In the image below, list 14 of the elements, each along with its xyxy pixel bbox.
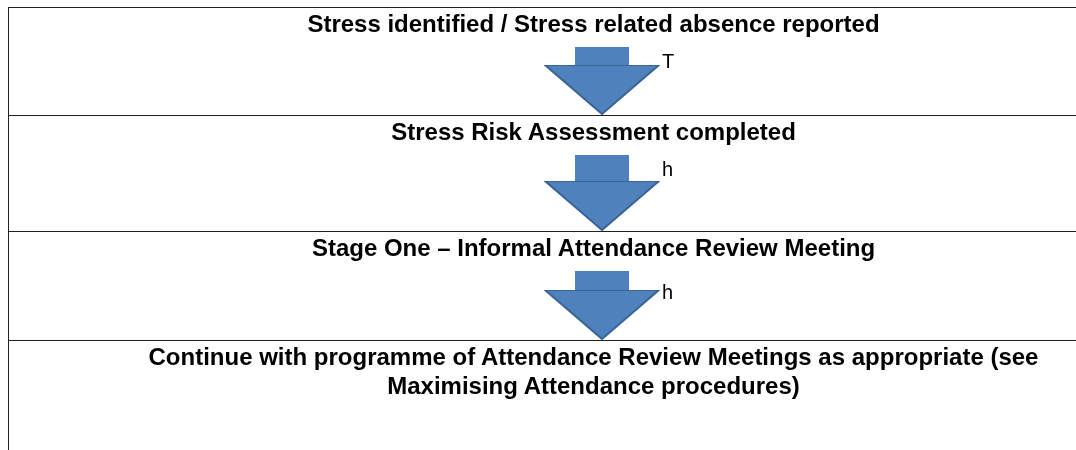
block-arrow — [544, 47, 660, 115]
flow-step-band — [8, 231, 1076, 340]
step-text: Stress Risk Assessment completed — [391, 118, 796, 145]
stray-letter: T — [662, 50, 675, 72]
flow-step-band — [8, 7, 1076, 115]
flow-step-band — [8, 115, 1076, 231]
block-arrow — [544, 155, 660, 231]
step-text: Continue with programme of Attendance Review Meetings as appropriate (see Maximising Attendance procedures) — [148, 343, 1039, 399]
stray-letter: h — [662, 281, 674, 303]
step-text: Stress identified / Stress related absence reported — [307, 10, 880, 37]
stray-letter: h — [662, 158, 674, 180]
step-text: Stage One – Informal Attendance Review Meeting — [311, 234, 876, 261]
flow-step-band — [8, 340, 1076, 450]
block-arrow — [544, 271, 660, 340]
